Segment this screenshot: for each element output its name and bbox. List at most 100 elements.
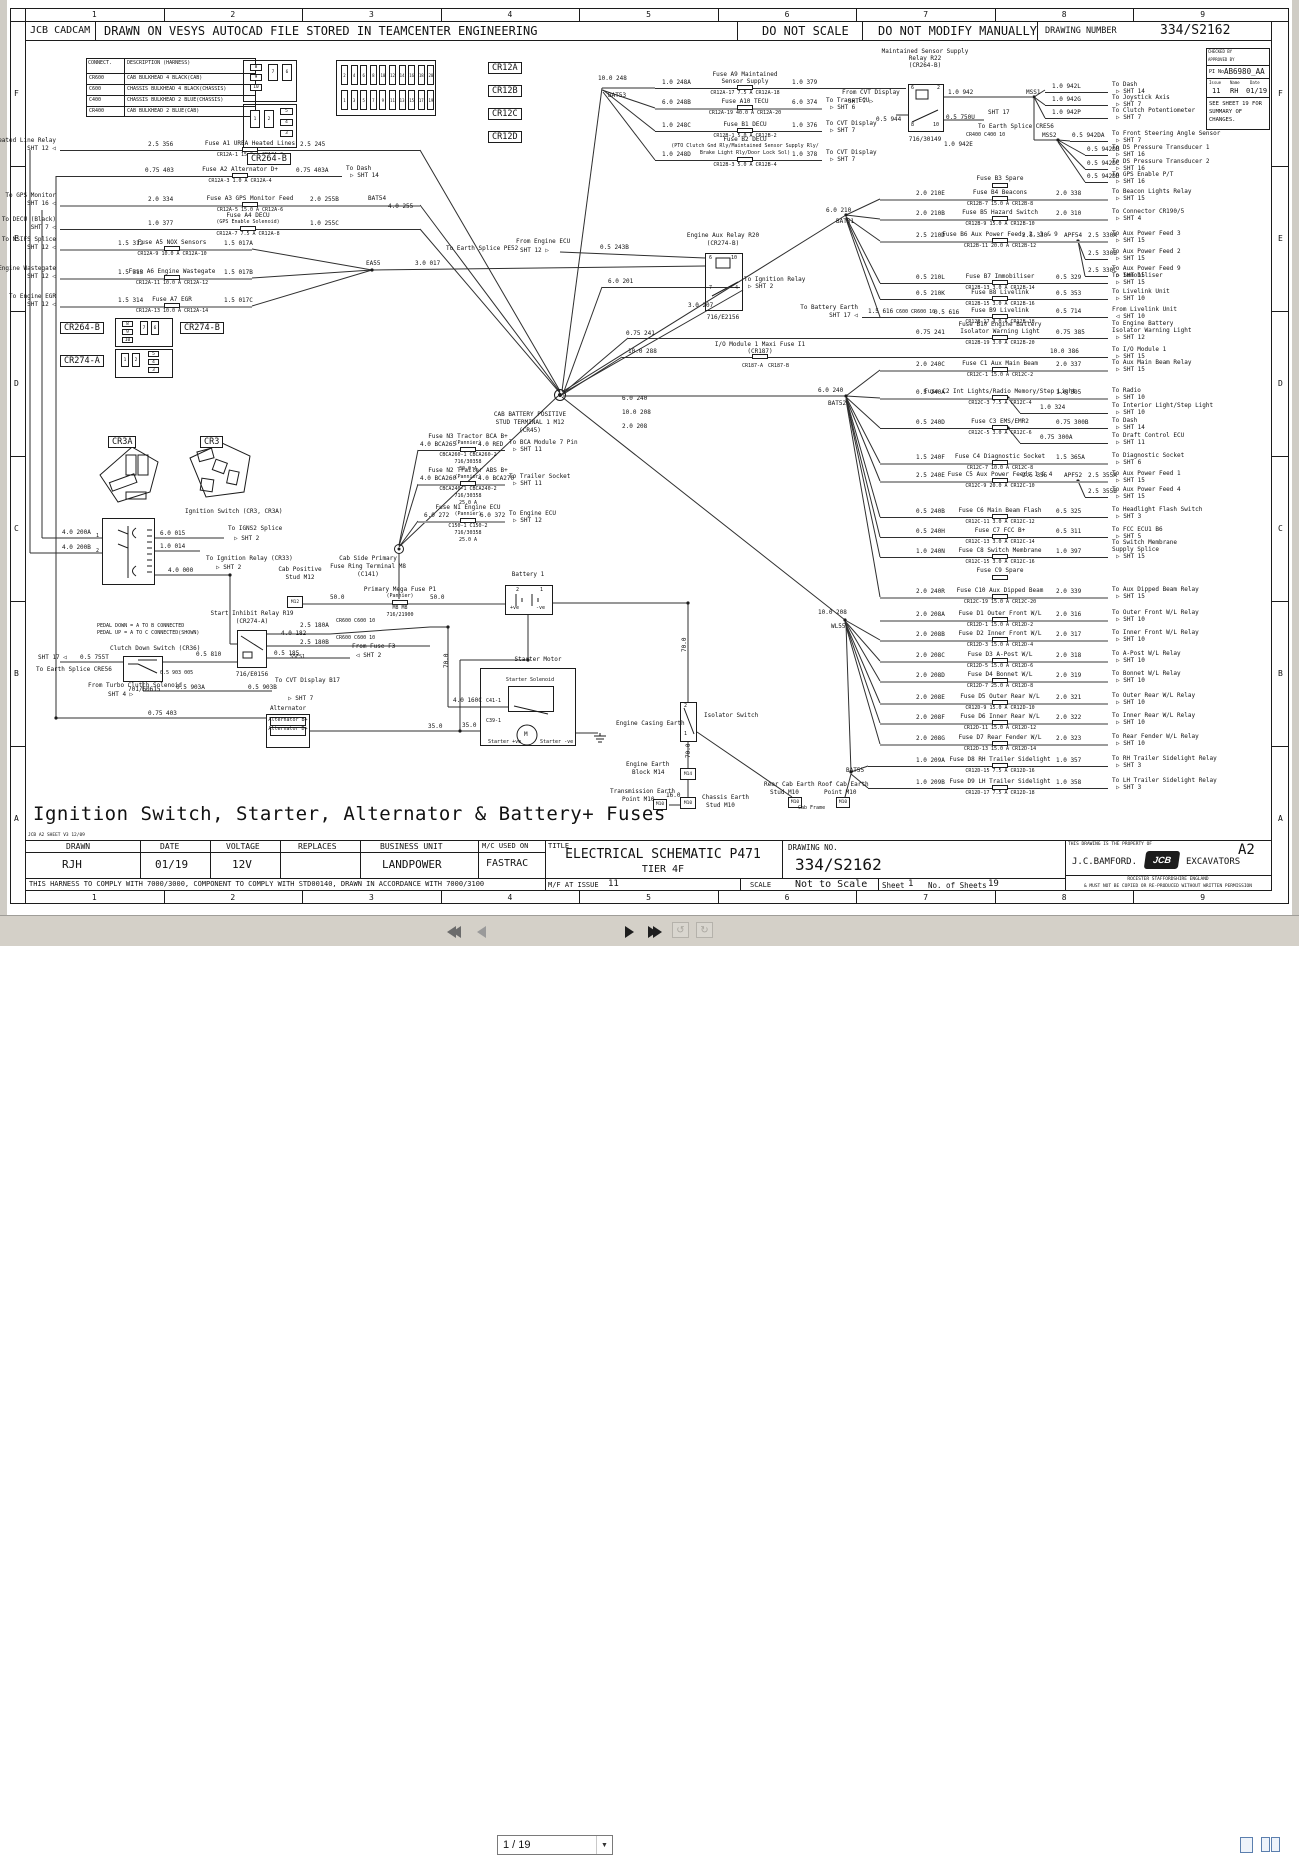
wire-size-label: 2.0 323 [1056,735,1082,742]
fuse-name: Fuse A5 NOX Sensors [137,239,207,246]
column-number: 9 [1200,893,1206,902]
wire-label: Stud M12 [285,574,315,581]
wire [60,205,420,207]
last-page-button[interactable] [644,922,666,941]
fuse-symbol [992,296,1008,301]
fuse-part-number: 716/30358 [454,459,482,465]
wire-label: Stud M10 [770,789,799,796]
rotate-cw-icon[interactable]: ↻ [696,922,713,938]
fuse-rating: 25.0 A [458,537,478,543]
wire-label: To Ignition Relay (CR33) [206,555,293,562]
cr12-pin: 20 [427,65,435,85]
destination-label: To BCA Module 7 Pin [509,439,578,446]
wire-label: 10.0 208 [622,409,651,416]
wire-size-label: 1.5 017B [224,269,253,276]
fuse-name: Fuse C8 Switch Membrane [958,547,1042,554]
fuse-name: Fuse A6 Engine Wastegate [128,268,216,275]
sheet-reference: ▷ SHT 16 [1116,165,1145,172]
destination-label: To Dash [1112,81,1138,88]
wire [602,287,740,288]
approved-by-label: APPROVED BY [1208,57,1235,62]
page-dropdown-arrow[interactable]: ▼ [596,1836,612,1854]
cr12-pin: 6 [360,65,368,85]
connector-pin: 7 [140,321,148,335]
wire [1085,276,1108,277]
junction-dot [843,618,847,622]
first-page-button[interactable] [443,922,465,941]
rotate-ccw-icon[interactable]: ↺ [672,922,689,938]
connector-label-cr274-b: CR274-B [180,322,224,334]
fuse-pins: CR12A-3 1.0 A CR12A-4 [208,178,272,184]
wire-size-label: 1.5 312 [118,240,144,247]
wire-label: Alternator D+ [268,726,308,732]
page-indicator: 1 / 19 [503,1839,531,1851]
wire [845,216,881,242]
sheet-reference: ▷ SHT 15 [1116,593,1145,600]
wire-label: 4.0 000 [168,567,194,574]
fuse-name: Fuse B8 Livelink [971,289,1029,296]
row-letter: C [1278,523,1283,533]
single-page-view-icon[interactable] [1240,1837,1253,1853]
junction-dot [1056,138,1060,142]
drawing-number-label: DRAWING NUMBER [1045,26,1117,36]
wire-label: 0.5 185 [274,650,300,657]
wire [419,204,561,393]
wire-label: CR600 C600 10 [336,618,376,624]
fuse-note: (Pannier) [454,511,482,517]
wire-size-label: 1.0 248D [662,151,691,158]
row-letter: C [14,523,19,533]
sheet-reference: ▷ SHT 10 [1116,295,1145,302]
destination-label: To Radio [1112,387,1141,394]
date-label: Date [1250,80,1260,85]
wire [845,396,881,429]
page-number-input[interactable]: 1 / 19 ▼ [497,1835,613,1855]
rev-note: SEE SHEET 19 FOR [1209,101,1262,107]
wire [398,520,419,548]
wire [845,218,881,318]
sheet-reference: ▷ SHT 11 [1116,439,1145,446]
wire-label: To Earth Splice PE52 [446,245,519,252]
fuse-name: Fuse A7 EGR [152,296,192,303]
book-view-icon-left[interactable] [1261,1837,1270,1852]
table-line [86,95,256,96]
previous-page-button[interactable] [470,922,492,941]
wire [251,269,373,307]
book-view-icon-right[interactable] [1271,1837,1280,1852]
next-page-button[interactable] [618,922,640,941]
fuse-name: Fuse D5 Outer Rear W/L [960,693,1040,700]
band-tick [1272,311,1289,312]
band-tick [1272,746,1289,747]
fuse-pins: CR12C-7 10.0 A CR12C-8 [966,465,1034,471]
sheet-reference: ▷ SHT 7 [830,127,856,134]
wire [1077,240,1086,277]
wire-size-label: 6.0 372 [480,512,506,519]
wire-label: SHT 7 ▷ [848,98,874,105]
band-tick [25,891,26,904]
connector-label-cr3a: CR3A [108,436,137,448]
wire-label: BAT51 [836,218,855,225]
fuse-pins: CBCA260-1 CBCA260-2 [439,452,497,458]
wire-size-label: 6.0 272 [424,512,450,519]
fuse-name: Fuse B4 Beacons [972,189,1028,196]
wire [1033,96,1046,106]
wire-size-label: 0.5 329 [1056,274,1082,281]
wire-label: 70.0 [443,653,450,668]
fuse-pins: CR12A-17 7.5 A CR12A-18 [710,90,780,96]
wire-label: (CR45) [519,427,541,434]
connector-pin: 4 [148,359,159,365]
name-value: RH [1230,87,1239,95]
sheet-reference: ▷ SHT 15 [1116,255,1145,262]
company-address: ROCESTER STAFFORDSHIRE ENGLAND [1127,877,1209,882]
sheet-reference: ▷ SHT 10 [1116,740,1145,747]
schematic-subtitle: TIER 4F [641,864,685,875]
connector-pin: 3 [148,367,159,373]
wire [845,214,881,220]
connector-description: CAB BULKHEAD 2 BLUE(CAB) [127,108,200,114]
junction-dot [844,394,848,398]
band-tick [856,8,858,21]
connector-pin: 9 [250,74,262,81]
fuse-symbol [737,157,753,162]
fuse-name: Fuse A4 DECU [226,212,270,219]
column-number: 7 [923,10,929,19]
fuse-name: Fuse D1 Outer Front W/L [958,610,1042,617]
